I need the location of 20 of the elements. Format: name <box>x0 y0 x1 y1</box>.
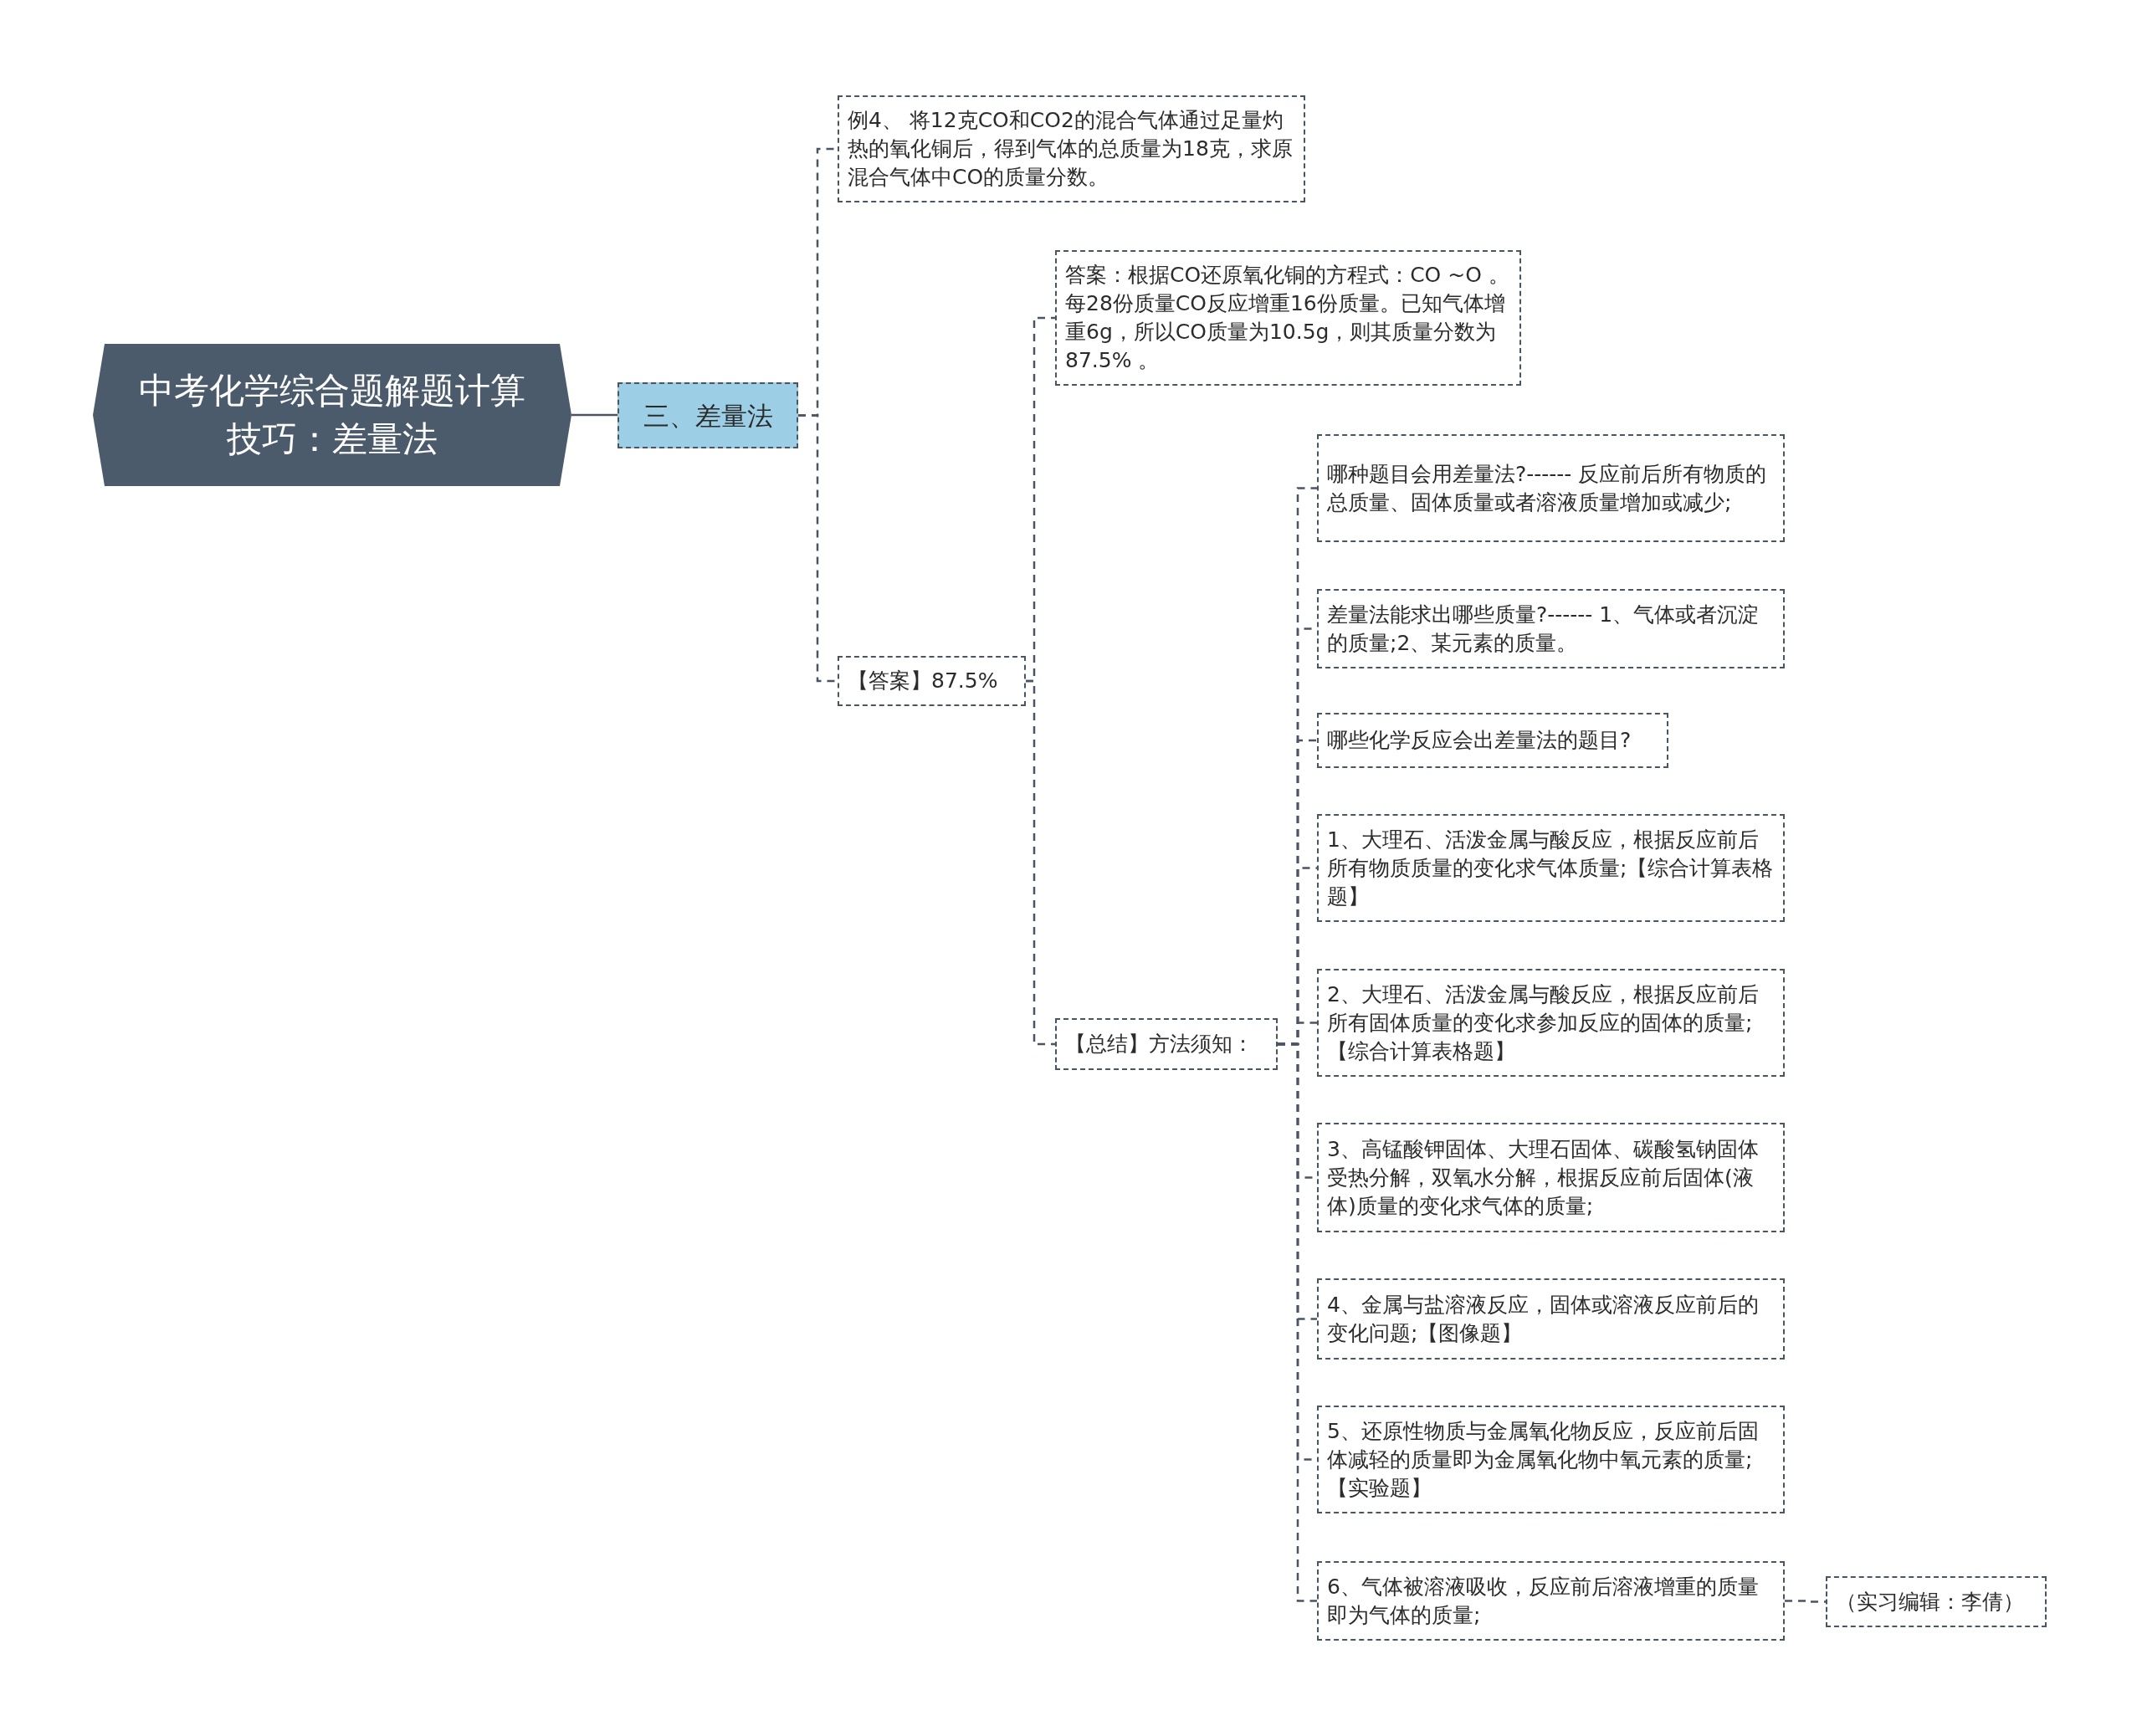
note-box: 【答案】87.5% <box>838 656 1026 706</box>
connector-line <box>1278 1042 1317 1602</box>
connector-line <box>798 414 838 683</box>
note-box: 6、气体被溶液吸收，反应前后溶液增重的质量即为气体的质量; <box>1317 1561 1785 1641</box>
note-box: 【总结】方法须知： <box>1055 1018 1278 1070</box>
note-box: 差量法能求出哪些质量?------ 1、气体或者沉淀的质量;2、某元素的质量。 <box>1317 589 1785 668</box>
note-box: 4、金属与盐溶液反应，固体或溶液反应前后的变化问题;【图像题】 <box>1317 1278 1785 1360</box>
note-box: 1、大理石、活泼金属与酸反应，根据反应前后所有物质质量的变化求气体质量;【综合计算表格题】 <box>1317 814 1785 922</box>
note-box: 答案：根据CO还原氧化铜的方程式：CO ~O 。每28份质量CO反应增重16份质量。已知气体增重6g，所以CO质量为10.5g，则其质量分数为87.5% 。 <box>1055 250 1521 386</box>
note-box: 例4、 将12克CO和CO2的混合气体通过足量灼热的氧化铜后，得到气体的总质量为18克，求原混合气体中CO的质量分数。 <box>838 95 1305 202</box>
note-box: 哪些化学反应会出差量法的题目? <box>1317 713 1668 768</box>
note-box: （实习编辑：李倩） <box>1826 1576 2047 1627</box>
note-box: 5、还原性物质与金属氧化物反应，反应前后固体减轻的质量即为金属氧化物中氧元素的质量;【实验题】 <box>1317 1406 1785 1513</box>
note-box: 3、高锰酸钾固体、大理石固体、碳酸氢钠固体受热分解，双氧水分解，根据反应前后固体(液体)质量的变化求气体的质量; <box>1317 1123 1785 1232</box>
connector-line <box>571 413 617 417</box>
topic-box: 三、差量法 <box>617 382 798 448</box>
note-box: 哪种题目会用差量法?------ 反应前后所有物质的总质量、固体质量或者溶液质量增加或减少; <box>1317 434 1785 542</box>
note-box: 2、大理石、活泼金属与酸反应，根据反应前后所有固体质量的变化求参加反应的固体的质量;【综合计算表格题】 <box>1317 969 1785 1077</box>
connector-line <box>1026 679 1055 1046</box>
central-topic: 中考化学综合题解题计算技巧：差量法 <box>93 344 571 486</box>
